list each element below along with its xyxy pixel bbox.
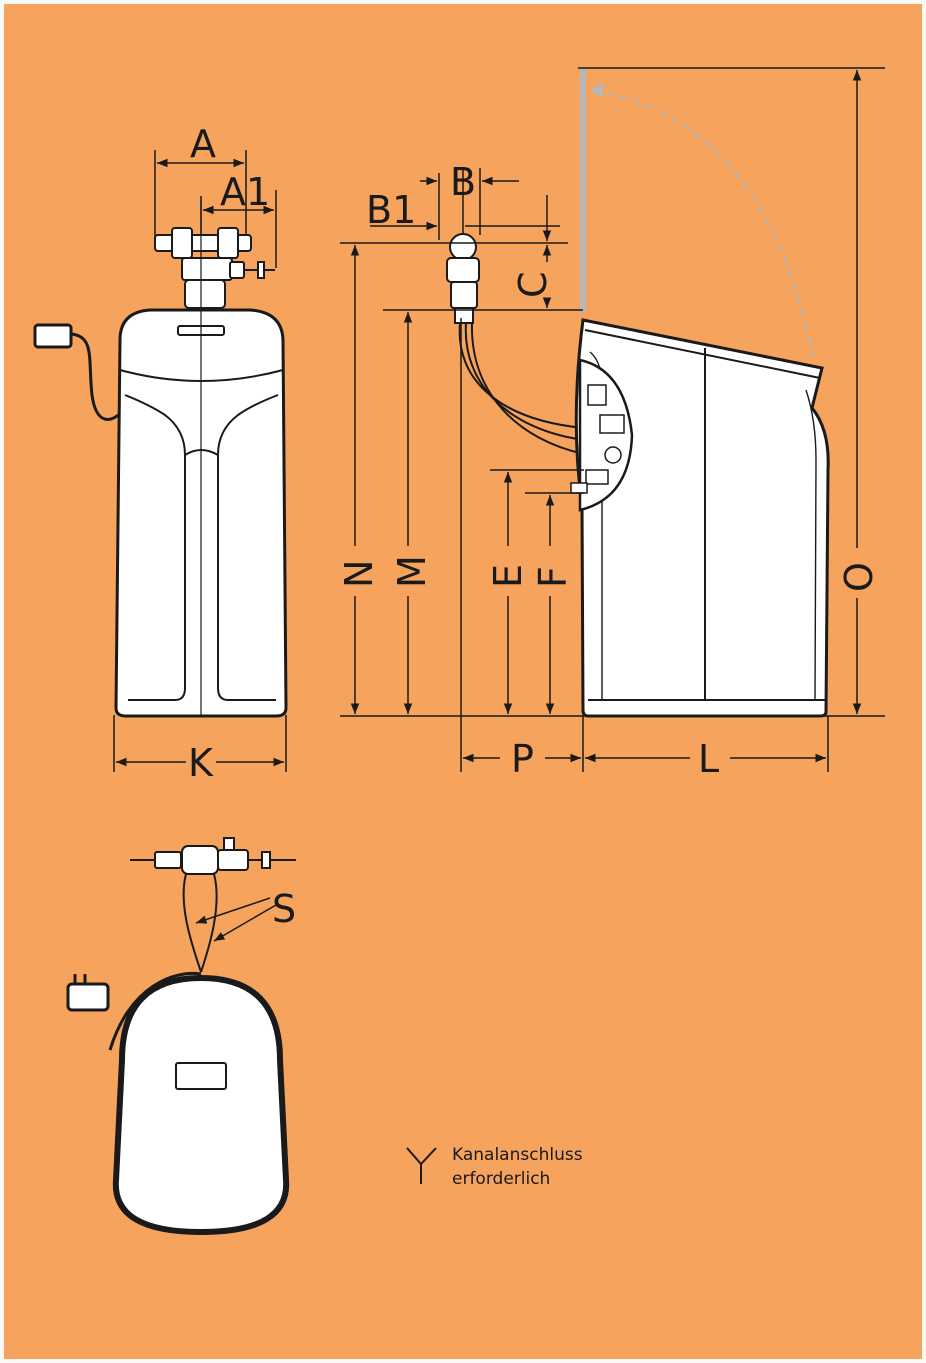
top-hose-left [182,873,202,973]
side-valve [446,233,480,324]
legend-line-1: Kanalanschluss [452,1145,583,1165]
power-cable [70,332,127,421]
top-display [175,1062,227,1090]
dim-label-K: K [188,741,214,785]
side-lid-line [584,329,821,379]
side-hoses [458,322,585,455]
side-back-seam [805,389,817,701]
front-valve [154,227,275,309]
side-dimensions [340,67,885,772]
dim-label-M: M [390,555,434,588]
side-body [574,318,830,718]
lid-swing-arc [591,89,816,369]
dim-label-B: B [450,160,476,204]
dim-label-N: N [337,560,381,588]
power-adapter-icon [33,323,73,349]
dim-label-C: C [511,271,555,298]
top-view [66,837,296,1236]
drain-y-symbol-icon [406,1147,437,1184]
dim-label-A: A [190,122,216,166]
dim-label-B1: B1 [366,188,416,232]
dim-label-F: F [531,566,575,588]
dim-label-L: L [698,737,719,781]
front-recess-left [124,394,186,701]
dim-label-P: P [511,737,534,781]
front-recess-right [217,394,279,701]
top-valve [130,837,296,875]
side-cutaway [578,358,634,512]
top-hose-right [200,873,218,973]
top-dimension-S [195,897,277,942]
side-view [446,68,830,718]
lid-arc-arrow [590,82,604,98]
top-body [112,974,290,1236]
front-view [33,200,288,718]
dim-label-A1: A1 [220,170,270,214]
legend-line-2: erforderlich [452,1169,551,1189]
dim-label-E: E [486,564,530,588]
legend-text: Kanalanschluss erforderlich [452,1143,583,1191]
dim-label-O: O [837,562,881,592]
dim-label-S: S [272,887,296,931]
front-dimensions [113,150,287,772]
top-plug-icon [66,974,110,1012]
